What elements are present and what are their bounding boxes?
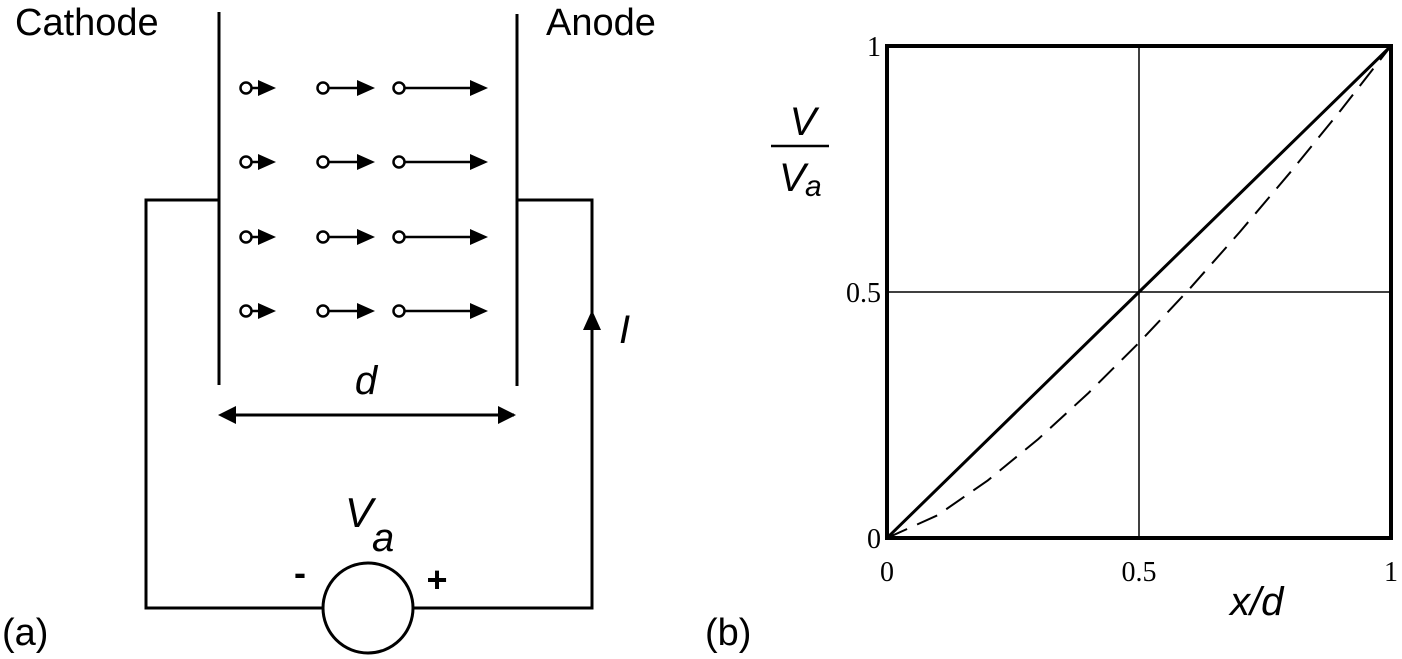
series-line-solid <box>885 44 1393 540</box>
cathode-label: Cathode <box>15 2 159 44</box>
velocity-arrow-icon <box>357 80 375 96</box>
current-label: I <box>619 308 630 352</box>
x-tick-label: 1 <box>1384 557 1398 588</box>
velocity-arrow-icon <box>357 303 375 319</box>
electron-dot <box>239 81 253 95</box>
gap-arrow-left-icon <box>218 406 236 424</box>
series-line-dashed <box>886 45 1392 539</box>
velocity-arrow-icon <box>258 303 276 319</box>
electron-dot <box>392 304 406 318</box>
source-label-main: V <box>345 489 377 536</box>
electron-dot <box>239 304 253 318</box>
velocity-arrow-icon <box>357 229 375 245</box>
anode-wire <box>412 198 594 610</box>
y-tick-label: 1 <box>867 32 881 63</box>
panel-a-label: (a) <box>2 612 48 654</box>
y-tick-label: 0 <box>867 524 881 555</box>
minus-sign: - <box>294 552 306 593</box>
electron-flow <box>239 80 488 319</box>
plot-frame <box>885 44 1393 540</box>
y-tick-label: 0.5 <box>846 278 881 309</box>
y-axis-label-numerator: V <box>790 100 820 144</box>
anode-label: Anode <box>546 2 656 44</box>
y-axis-label-denominator: V <box>779 156 809 200</box>
electron-dot <box>392 155 406 169</box>
velocity-arrow-icon <box>258 154 276 170</box>
x-tick-label: 0 <box>880 557 894 588</box>
velocity-arrow-icon <box>470 80 488 96</box>
velocity-arrow-icon <box>470 229 488 245</box>
electron-dot <box>316 230 330 244</box>
electron-dot <box>239 155 253 169</box>
voltage-source-icon <box>321 561 415 655</box>
electron-dot <box>239 230 253 244</box>
panel-b: V V a 0 0.5 1 0 0.5 1 x/d (b) <box>705 32 1398 654</box>
cathode-wire <box>144 198 324 610</box>
gap-arrow-right-icon <box>498 406 516 424</box>
electron-dot <box>392 230 406 244</box>
panel-a: Cathode Anode d I V a - + (a) <box>2 2 656 655</box>
plus-sign: + <box>426 559 447 600</box>
electron-dot <box>316 304 330 318</box>
velocity-arrow-icon <box>357 154 375 170</box>
source-label-sub: a <box>372 516 394 560</box>
velocity-arrow-icon <box>258 229 276 245</box>
electron-dot <box>316 155 330 169</box>
x-axis-label: x/d <box>1228 580 1285 624</box>
gap-label: d <box>355 359 379 403</box>
electron-dot <box>316 81 330 95</box>
velocity-arrow-icon <box>470 303 488 319</box>
current-arrow-icon <box>583 310 601 330</box>
electron-dot <box>392 81 406 95</box>
x-tick-label: 0.5 <box>1122 557 1157 588</box>
panel-b-label: (b) <box>705 612 751 654</box>
y-axis-label-subscript: a <box>805 170 822 203</box>
velocity-arrow-icon <box>470 154 488 170</box>
velocity-arrow-icon <box>258 80 276 96</box>
